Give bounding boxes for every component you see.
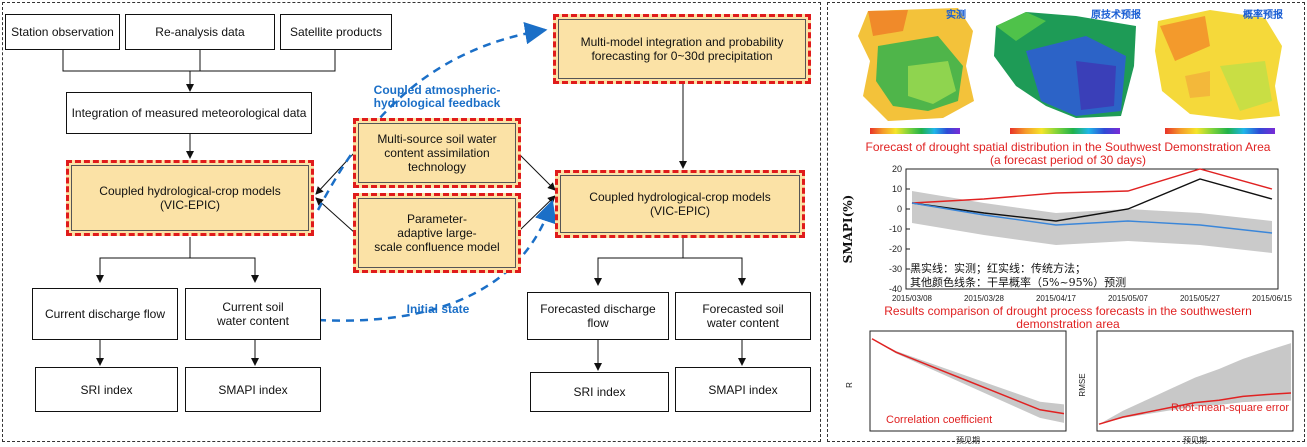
coupled-model-right-label: Coupled hydrological-crop models (VIC-EP… bbox=[589, 190, 771, 218]
sri-right-box: SRI index bbox=[530, 372, 669, 412]
smapi-left-label: SMAPI index bbox=[218, 382, 288, 397]
original-forecast-map: 原技术预报 bbox=[986, 6, 1146, 126]
station-observation-label: Station observation bbox=[11, 25, 114, 39]
soil-assimilation-box: Multi-source soil water content assimila… bbox=[353, 118, 521, 188]
original-forecast-map-title: 原技术预报 bbox=[1091, 8, 1141, 21]
probability-forecast-map-title: 概率预报 bbox=[1243, 8, 1283, 21]
integration-box: Integration of measured meteorological d… bbox=[66, 92, 312, 134]
y-tick-label: -40 bbox=[889, 284, 902, 294]
x-tick-label: 2015/03/28 bbox=[964, 294, 1005, 303]
multi-model-label: Multi-model integration and probability … bbox=[580, 35, 784, 63]
flowchart-panel bbox=[2, 2, 821, 442]
r-axis-label: R bbox=[845, 382, 854, 388]
correlation-chart: R 预见期 Correlation coefficient bbox=[845, 330, 1067, 445]
chart-caption: Results comparison of drought process fo… bbox=[884, 304, 1252, 331]
reanalysis-data-label: Re-analysis data bbox=[155, 25, 245, 39]
y-tick-label: 0 bbox=[897, 204, 902, 214]
smapi-right-label: SMAPI index bbox=[708, 382, 778, 397]
y-tick-label: -30 bbox=[889, 264, 902, 274]
x-tick-label: 2015/05/27 bbox=[1180, 294, 1221, 303]
series-line-0 bbox=[911, 178, 1273, 222]
observed-colorbar bbox=[870, 128, 960, 134]
corr-xlabel: 预见期 bbox=[956, 435, 980, 445]
y-tick-label: 10 bbox=[892, 184, 902, 194]
integration-label: Integration of measured meteorological d… bbox=[71, 106, 307, 120]
smapi-left-box: SMAPI index bbox=[185, 367, 321, 412]
original-colorbar bbox=[1010, 128, 1120, 134]
series-line-2 bbox=[911, 202, 1273, 234]
coupled-model-right-box: Coupled hydrological-crop models (VIC-EP… bbox=[555, 170, 805, 238]
x-tick-label: 2015/04/17 bbox=[1036, 294, 1077, 303]
map-caption: Forecast of drought spatial distribution… bbox=[865, 140, 1271, 167]
feedback-label: Coupled atmospheric- hydrological feedba… bbox=[373, 83, 501, 110]
coupled-model-left-label: Coupled hydrological-crop models (VIC-EP… bbox=[99, 184, 281, 212]
forecast-discharge-box: Forecasted discharge flow bbox=[527, 292, 669, 340]
corr-label: Correlation coefficient bbox=[886, 414, 992, 426]
multi-model-box: Multi-model integration and probability … bbox=[553, 14, 811, 84]
metric-line bbox=[871, 338, 1065, 415]
x-tick-label: 2015/06/15 bbox=[1252, 294, 1293, 303]
results-panel bbox=[827, 2, 1305, 442]
sri-left-label: SRI index bbox=[80, 382, 133, 397]
x-tick-label: 2015/03/08 bbox=[892, 294, 933, 303]
soil-assimilation-label: Multi-source soil water content assimila… bbox=[377, 132, 497, 174]
observed-map-title: 实测 bbox=[946, 8, 966, 21]
rmse-label: Root-mean-square error bbox=[1171, 402, 1289, 414]
observed-map: 实测 bbox=[848, 6, 980, 126]
confluence-model-box: Parameter- adaptive large- scale conflue… bbox=[353, 193, 521, 273]
satellite-products-label: Satellite products bbox=[289, 25, 383, 39]
rmse-xlabel: 预见期 bbox=[1183, 435, 1207, 445]
legend-line-1: 黑实线：实测；红实线：传统方法； bbox=[910, 262, 1086, 275]
forecast-soil-label: Forecasted soil water content bbox=[702, 302, 784, 330]
sri-left-box: SRI index bbox=[35, 367, 178, 412]
current-soil-label: Current soil water content bbox=[216, 300, 290, 328]
smapi-ylabel: SMAPI(%) bbox=[841, 195, 855, 264]
initial-state-label: Initial state bbox=[406, 302, 470, 316]
rmse-chart: RMSE 预见期 Root-mean-square error bbox=[1078, 330, 1294, 445]
x-tick-label: 2015/05/07 bbox=[1108, 294, 1149, 303]
forecast-discharge-label: Forecasted discharge flow bbox=[540, 302, 656, 330]
current-discharge-label: Current discharge flow bbox=[44, 307, 166, 321]
probability-band bbox=[912, 191, 1272, 253]
coupled-model-left-box: Coupled hydrological-crop models (VIC-EP… bbox=[66, 160, 314, 236]
y-tick-label: -10 bbox=[889, 224, 902, 234]
series-line-1 bbox=[911, 168, 1273, 204]
spread-band bbox=[1099, 343, 1291, 425]
current-soil-box: Current soil water content bbox=[185, 288, 321, 340]
legend-line-2: 其他颜色线条：干旱概率（5%~95%）预测 bbox=[910, 276, 1127, 289]
current-discharge-box: Current discharge flow bbox=[32, 288, 178, 340]
forecast-soil-box: Forecasted soil water content bbox=[675, 292, 811, 340]
chart-legend: 黑实线：实测；红实线：传统方法； 其他颜色线条：干旱概率（5%~95%）预测 bbox=[910, 262, 1126, 290]
confluence-model-label: Parameter- adaptive large- scale conflue… bbox=[374, 212, 500, 254]
reanalysis-data-box: Re-analysis data bbox=[125, 14, 275, 50]
y-tick-label: 20 bbox=[892, 165, 902, 174]
rmse-axis-label: RMSE bbox=[1078, 373, 1087, 396]
probability-colorbar bbox=[1165, 128, 1275, 134]
sri-right-label: SRI index bbox=[573, 385, 626, 399]
satellite-products-box: Satellite products bbox=[280, 14, 392, 50]
probability-forecast-map: 概率预报 bbox=[1150, 6, 1288, 126]
y-tick-label: -20 bbox=[889, 244, 902, 254]
station-observation-box: Station observation bbox=[5, 14, 120, 50]
smapi-right-box: SMAPI index bbox=[675, 367, 811, 412]
metric-line bbox=[1098, 392, 1292, 425]
